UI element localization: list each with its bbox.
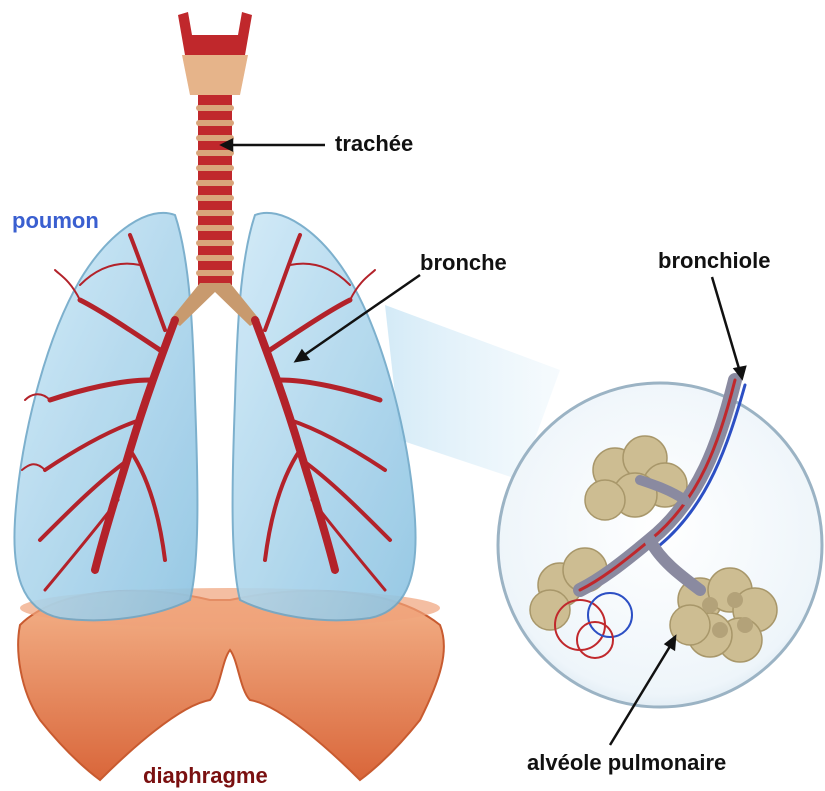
left-lung [14, 213, 197, 620]
trachea-label: trachée [335, 133, 413, 155]
right-lung [233, 213, 416, 620]
alveolus-label: alvéole pulmonaire [527, 752, 726, 774]
lung-label: poumon [12, 210, 99, 232]
bronchiole-label: bronchiole [658, 250, 770, 272]
diaphragm-label: diaphragme [143, 765, 268, 787]
bronchus-label: bronche [420, 252, 507, 274]
